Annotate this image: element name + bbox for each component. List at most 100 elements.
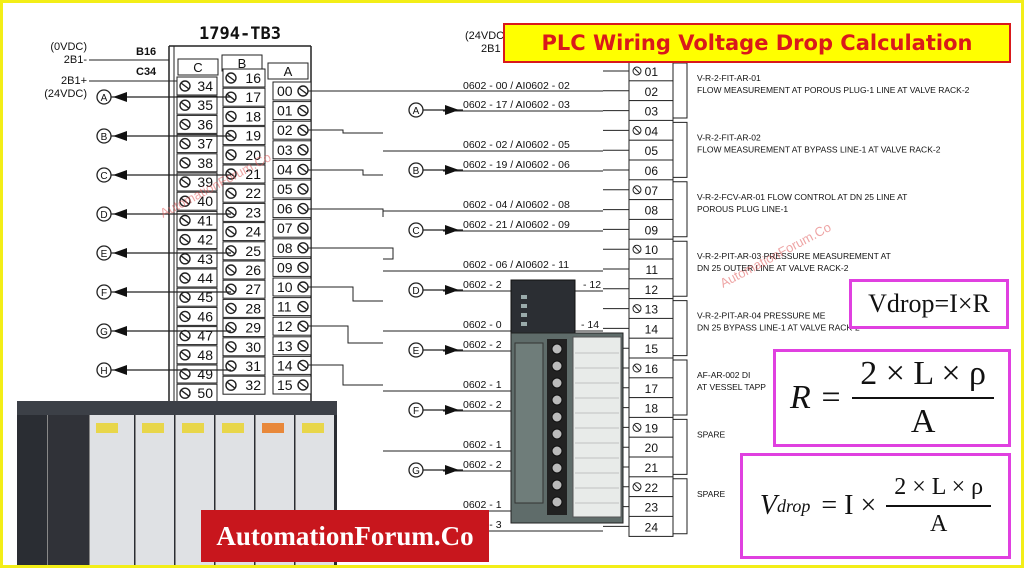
field-label-2b1: 2B1: [481, 43, 501, 55]
screw-icon-slot: [226, 151, 236, 159]
instrument-bracket: [673, 240, 688, 297]
screw-icon-slot: [633, 127, 641, 134]
screw-icon-slot: [226, 208, 236, 216]
field-terminal-14: 14: [645, 322, 659, 336]
screw-icon-slot: [180, 216, 190, 224]
field-terminal-15: 15: [645, 342, 659, 356]
io-screw-icon: [551, 343, 563, 355]
screw-icon-slot: [633, 305, 641, 312]
terminal-c-50: 50: [197, 385, 213, 401]
formula-resistance-fraction: 2 × L × ρ A: [852, 355, 995, 441]
screw-icon-slot: [226, 362, 236, 370]
screw-icon-slot: [180, 178, 190, 186]
field-terminal-20: 20: [645, 441, 659, 455]
terminal-c-38: 38: [197, 155, 213, 171]
arrow-letter-D: D: [100, 210, 107, 221]
io-module-top: [510, 279, 576, 341]
terminal-b-16: 16: [245, 70, 261, 86]
mid-arrow-head-B: [445, 165, 459, 175]
arrow-letter-G: G: [100, 327, 108, 338]
mid-arrow-head-F: [445, 405, 459, 415]
terminal-a-01: 01: [277, 103, 293, 119]
instrument-desc: DN 25 BYPASS LINE-1 AT VALVE RACK-2: [697, 323, 860, 333]
wire-label: 0602 - 00 / AI0602 - 02: [463, 80, 570, 92]
mid-arrow-letter-E: E: [413, 346, 420, 357]
label-2b1-plus: 2B1+: [61, 75, 87, 87]
wire-label: 0602 - 2: [463, 339, 502, 351]
terminal-c-46: 46: [197, 308, 213, 324]
field-terminal-06: 06: [645, 164, 659, 178]
terminal-b-32: 32: [245, 377, 261, 393]
instrument-desc: FLOW MEASUREMENT AT POROUS PLUG-1 LINE A…: [697, 85, 970, 95]
io-led: [521, 304, 527, 308]
field-terminal-02: 02: [645, 85, 659, 99]
terminal-c-42: 42: [197, 232, 213, 248]
instrument-desc: FLOW MEASUREMENT AT BYPASS LINE-1 AT VAL…: [697, 144, 941, 154]
instrument-tag: V-R-2-FIT-AR-01: [697, 73, 761, 83]
terminal-a-07: 07: [277, 220, 293, 236]
screw-icon-slot: [180, 236, 190, 244]
wire-label: 0602 - 2: [463, 279, 502, 291]
screw-icon-slot: [633, 424, 641, 431]
mid-arrow-head-D: [445, 285, 459, 295]
screw-icon-slot: [633, 67, 641, 75]
arrow-letter-A: A: [101, 93, 108, 104]
io-screw-icon: [551, 496, 563, 508]
terminal-block-name: 1794-TB3: [199, 24, 281, 44]
screw-icon-slot: [226, 343, 236, 351]
formula-vdrop-ohms-law: Vdrop=I×R: [849, 279, 1009, 329]
instrument-tag: V-R-2-FIT-AR-02: [697, 132, 761, 142]
screw-icon-slot: [298, 263, 308, 271]
label-b16: B16: [136, 46, 156, 58]
terminal-c-43: 43: [197, 251, 213, 267]
field-terminal-24: 24: [645, 520, 659, 534]
routed-wire: [308, 208, 384, 217]
brand-banner: AutomationForum.Co: [201, 510, 489, 562]
terminal-b-26: 26: [245, 262, 261, 278]
formula-denominator: A: [930, 511, 948, 537]
screw-icon-slot: [226, 189, 236, 197]
terminal-c-45: 45: [197, 289, 213, 305]
formula-vdrop-v: V: [759, 490, 778, 521]
terminal-b-17: 17: [245, 89, 261, 105]
wire-label: 0602 - 2: [463, 399, 502, 411]
screw-icon-slot: [298, 205, 308, 213]
screw-icon-slot: [298, 322, 308, 330]
terminal-c-36: 36: [197, 116, 213, 132]
arrow-head-C: [113, 170, 127, 180]
instrument-tag: V-R-2-FCV-AR-01 FLOW CONTROL AT DN 25 LI…: [697, 192, 907, 202]
arrow-head-F: [113, 287, 127, 297]
arrow-head-D: [113, 209, 127, 219]
mid-arrow-letter-B: B: [413, 166, 420, 177]
screw-icon-slot: [180, 312, 190, 320]
screw-icon-slot: [180, 332, 190, 340]
mid-arrow-letter-C: C: [412, 226, 419, 237]
instrument-bracket: [673, 359, 688, 416]
field-terminal-23: 23: [645, 501, 659, 515]
terminal-a-10: 10: [277, 279, 293, 295]
terminal-a-11: 11: [277, 299, 292, 315]
mid-arrow-head-E: [445, 345, 459, 355]
screw-icon-slot: [298, 87, 308, 95]
io-screw-icon: [551, 479, 563, 491]
io-module-cover: [514, 342, 544, 504]
screw-icon-slot: [633, 483, 641, 491]
terminal-b-19: 19: [245, 128, 261, 144]
wire-label: 0602 - 02 / AI0602 - 05: [463, 139, 570, 151]
field-terminal-10: 10: [645, 243, 659, 257]
screw-icon-slot: [180, 159, 190, 167]
io-module-label-panel: [572, 336, 622, 518]
screw-icon-slot: [298, 381, 308, 389]
mid-arrow-head-A: [445, 105, 459, 115]
arrow-letter-E: E: [101, 249, 108, 260]
screw-icon-slot: [633, 245, 641, 253]
mid-arrow-head-G: [445, 465, 459, 475]
screw-icon-slot: [180, 389, 190, 397]
mid-arrow-letter-A: A: [413, 106, 420, 117]
instrument-bracket: [673, 121, 688, 178]
terminal-c-37: 37: [197, 136, 213, 152]
terminal-a-14: 14: [277, 357, 293, 373]
screw-icon-slot: [298, 342, 308, 350]
